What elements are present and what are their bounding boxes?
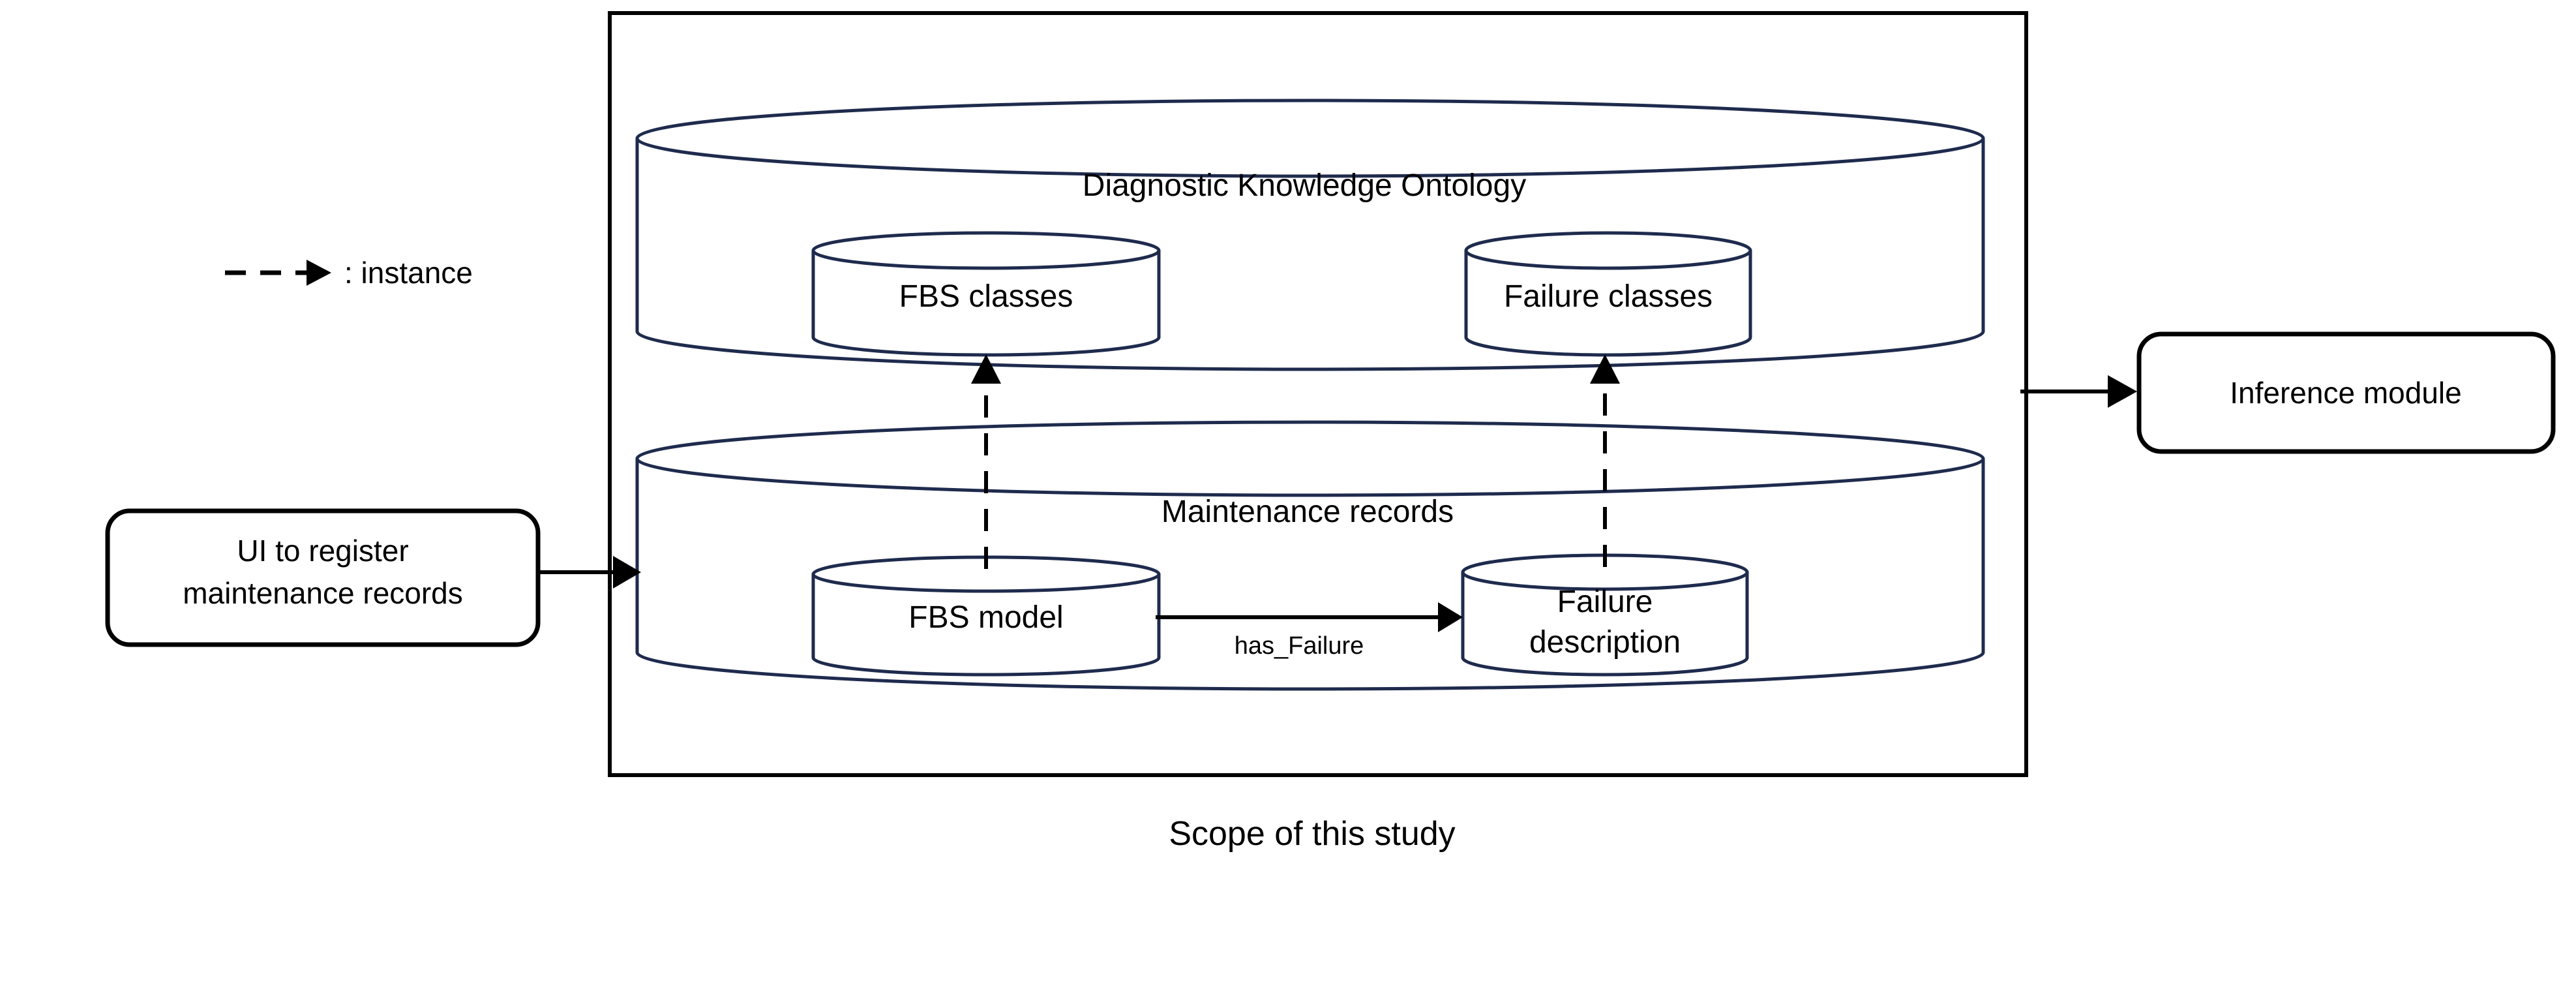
ui-register-label-line2: maintenance records — [183, 576, 463, 610]
fbs-model-label: FBS model — [908, 600, 1063, 635]
legend-arrowhead-icon — [307, 260, 331, 286]
failure-classes-cylinder-top — [1464, 231, 1752, 270]
ontology-cylinder-top — [635, 99, 1985, 178]
fbs-model-cylinder-body — [811, 572, 1161, 677]
inference-module-label: Inference module — [2230, 376, 2461, 410]
instance-fbs-arrowhead-icon — [971, 354, 1001, 384]
box-inference-module[interactable]: Inference module — [2136, 331, 2556, 454]
inference-module-box-shape[interactable] — [2136, 331, 2556, 454]
edge-records-to-inference — [2020, 375, 2137, 408]
ui-register-box-shape[interactable] — [105, 508, 541, 647]
legend-label: : instance — [344, 256, 473, 290]
fbs-classes-cylinder-body — [811, 249, 1161, 357]
legend-instance: : instance — [225, 256, 473, 290]
maintenance-records-title: Maintenance records — [1161, 495, 1454, 529]
node-fbs-classes: FBS classes — [811, 231, 1161, 357]
maintenance-records-cylinder-top — [635, 420, 1985, 497]
scope-caption: Scope of this study — [1169, 815, 1455, 853]
ontology-title: Diagnostic Knowledge Ontology — [1083, 168, 1526, 203]
edge-instance-failure — [1590, 354, 1620, 567]
has-failure-arrowhead-icon — [1438, 602, 1463, 632]
edge-has-failure: has_Failure — [1156, 602, 1463, 660]
fbs-classes-cylinder-top — [811, 231, 1161, 270]
node-failure-description: Failure description — [1461, 553, 1749, 677]
fbs-classes-label: FBS classes — [899, 279, 1073, 314]
box-ui-register[interactable]: UI to register maintenance records — [105, 508, 541, 647]
failure-classes-cylinder-body — [1464, 249, 1752, 357]
instance-failure-arrowhead-icon — [1590, 354, 1620, 384]
failure-description-cylinder-body — [1461, 570, 1749, 677]
failure-description-label-line1: Failure — [1557, 585, 1653, 619]
node-failure-classes: Failure classes — [1464, 231, 1752, 357]
records-to-inference-arrowhead-icon — [2108, 375, 2137, 408]
edge-ui-to-records — [538, 556, 641, 589]
scope-boundary-rect — [608, 11, 2028, 777]
edge-instance-fbs — [971, 354, 1001, 569]
has-failure-edge-label: has_Failure — [1235, 632, 1364, 660]
failure-description-label-line2: description — [1529, 625, 1681, 660]
node-fbs-model: FBS model — [811, 555, 1161, 677]
ui-register-label-line1: UI to register — [237, 534, 408, 568]
ui-to-records-arrowhead-icon — [613, 556, 641, 589]
failure-classes-label: Failure classes — [1504, 279, 1713, 314]
